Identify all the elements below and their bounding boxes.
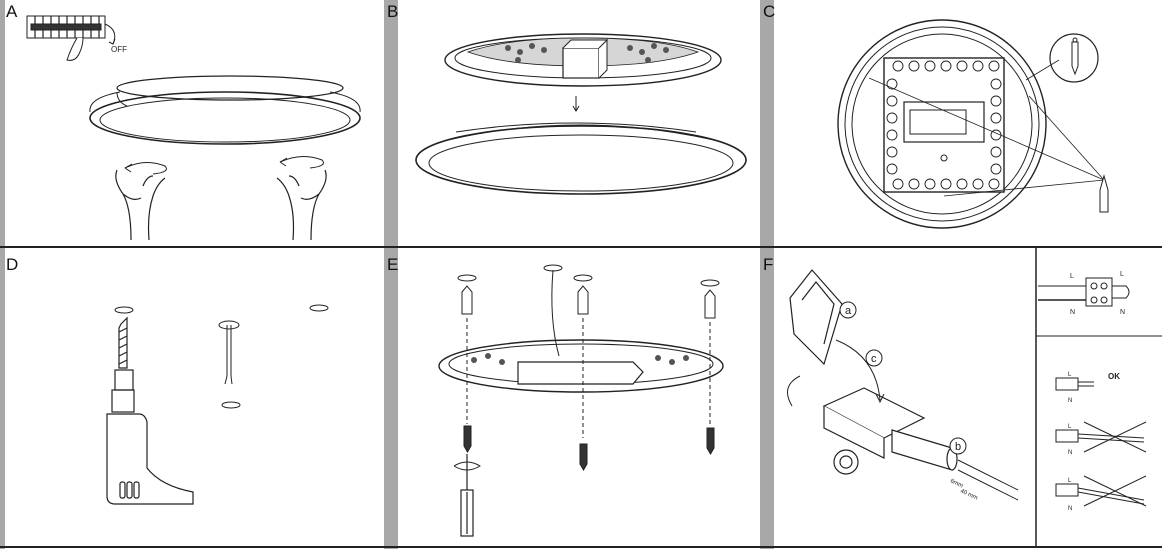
panel-b: B (387, 0, 760, 246)
led-icon (988, 178, 1000, 190)
strip-length-short: 6mm (949, 478, 964, 489)
panel-a-drawing: OFF (26, 15, 361, 241)
ceiling-lamp-icon (89, 75, 361, 145)
panel-divider-2 (760, 0, 774, 549)
led-icon (956, 60, 968, 72)
panel-c: C (763, 0, 1162, 246)
led-icon (972, 60, 984, 72)
led-icon (990, 78, 1002, 90)
circled-label-b (949, 437, 967, 455)
panel-f: F (763, 248, 1162, 546)
wrong1-n-label: N (1068, 450, 1072, 456)
label-b: b (955, 441, 961, 453)
led-icon (886, 129, 898, 141)
wire-l-label-2: L (1120, 271, 1124, 278)
led-icon (886, 163, 898, 175)
ok-l-label: L (1068, 372, 1072, 378)
drill-icon (106, 316, 194, 505)
mains-cable-icon (224, 325, 233, 385)
base-plate-icon (444, 33, 722, 87)
panel-label-c: C (763, 2, 776, 21)
led-icon (956, 178, 968, 190)
wire-l-label-1: L (1070, 273, 1074, 280)
strip-length-long: 40 mm (959, 488, 978, 501)
panel-label-d: D (6, 255, 19, 274)
rotate-arrow-left-icon (124, 162, 167, 175)
terminal-block-icon (822, 387, 926, 475)
pencil-icon (1099, 174, 1109, 213)
led-icon (924, 178, 936, 190)
led-icon (990, 112, 1002, 124)
screw-icon (463, 425, 715, 471)
lamp-shade-icon (415, 122, 747, 195)
led-icon (988, 60, 1000, 72)
led-icon (892, 60, 904, 72)
circled-label-c (865, 349, 883, 367)
ok-label: OK (1108, 372, 1120, 381)
panel-label-b: B (387, 2, 399, 21)
wrong1-l-label: L (1068, 424, 1072, 430)
led-icon (908, 60, 920, 72)
panel-a: A OFF (5, 0, 384, 246)
circled-label-a (839, 301, 857, 319)
ceiling-holes-icon (457, 264, 720, 287)
panel-label-f: F (763, 255, 774, 274)
led-icon (972, 178, 984, 190)
wrong2-n-label: N (1068, 506, 1072, 512)
guide-lines (466, 318, 711, 438)
wall-plug-icon (461, 285, 716, 319)
wiring-example-wrong-1-icon (1055, 421, 1147, 453)
circuit-breaker-icon (26, 15, 116, 61)
led-circles (886, 60, 1002, 190)
cable-icon (551, 269, 560, 357)
led-icon (908, 178, 920, 190)
off-label: OFF (111, 45, 127, 54)
panel-f-drawing: a c b 6mm 40 mm L L N N (787, 248, 1162, 546)
wiring-example-ok-icon (1055, 377, 1094, 391)
led-icon (940, 60, 952, 72)
panel-d-drawing (106, 304, 329, 505)
panel-label-a: A (6, 2, 18, 21)
wiring-example-wrong-2-icon (1055, 475, 1147, 507)
led-icon (886, 146, 898, 158)
rotate-arrow-right-icon (279, 156, 324, 169)
led-icon (990, 146, 1002, 158)
ok-n-label: N (1068, 398, 1072, 404)
panel-e: E (387, 248, 760, 546)
led-icon (886, 95, 898, 107)
led-icon (940, 178, 952, 190)
wire-n-label-1: N (1070, 309, 1075, 316)
base-plate-icon (438, 339, 724, 393)
label-c: c (871, 353, 877, 365)
panel-e-drawing (438, 264, 724, 537)
led-icon (990, 163, 1002, 175)
round-base-icon (837, 19, 1047, 229)
pencil-mark-lines (868, 59, 1105, 197)
bottom-border (0, 546, 1162, 548)
led-icon (886, 112, 898, 124)
panel-divider-1 (384, 0, 398, 549)
led-icon (886, 78, 898, 90)
terminal-block-cover-icon (789, 269, 843, 366)
right-hand-icon (276, 169, 327, 241)
panel-c-drawing (837, 19, 1109, 229)
led-icon (924, 60, 936, 72)
curve-arrow-icon (787, 339, 885, 407)
screwdriver-icon (453, 454, 481, 537)
wiring-diagram-icon (1038, 277, 1130, 307)
panel-d: D (5, 248, 384, 546)
wire-n-label-2: N (1120, 309, 1125, 316)
led-icon (990, 95, 1002, 107)
panel-divider-left (0, 0, 5, 549)
panel-b-drawing (415, 33, 747, 195)
led-icon (892, 178, 904, 190)
drill-hole-icon (114, 304, 329, 409)
wrong2-l-label: L (1068, 478, 1072, 484)
panel-label-e: E (387, 255, 399, 274)
left-hand-icon (115, 169, 166, 241)
pencil-zoom-icon (1049, 33, 1099, 83)
row-divider (0, 246, 1162, 248)
label-a: a (845, 305, 852, 317)
